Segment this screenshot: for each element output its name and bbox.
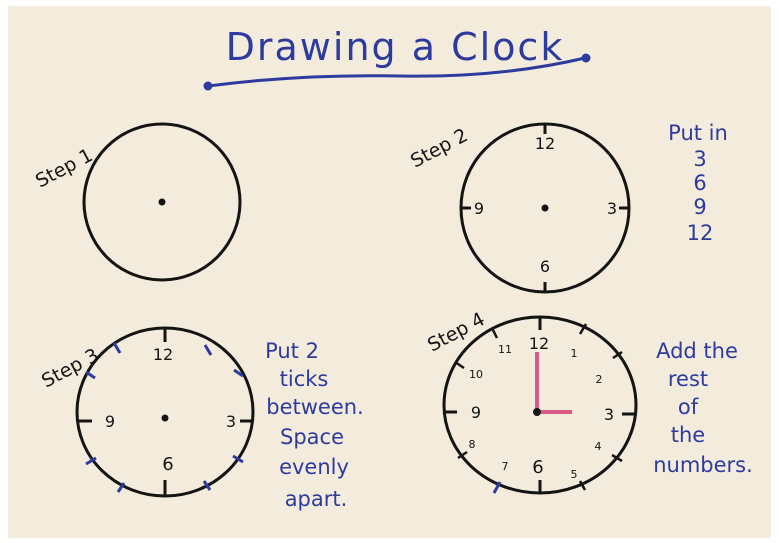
step-4-note-line: rest: [668, 367, 708, 391]
step-4-num-4: 4: [595, 440, 602, 453]
poster-title: Drawing a Clock: [226, 25, 565, 69]
step-4-num-9: 9: [471, 403, 481, 422]
step-2-note-line: 9: [693, 195, 706, 219]
step-3-note-line: apart.: [285, 487, 348, 511]
step-3-num-9: 9: [105, 412, 115, 431]
step-3-note-line: between.: [266, 395, 363, 419]
step-2-label: Step 2: [407, 124, 472, 172]
step-3-note-line: Put 2: [265, 339, 319, 363]
step-2-num-12: 12: [535, 134, 555, 153]
step-4-note-line: numbers.: [653, 453, 753, 477]
step-3-num-6: 6: [162, 454, 173, 475]
step-2-num-9: 9: [474, 199, 484, 218]
step-3-note-line: ticks: [280, 367, 329, 391]
step-4-num-10: 10: [469, 368, 483, 381]
step-4-group: Step 4 12 1 2 3 4 5 6 7 8 9: [424, 308, 753, 494]
step-3-note-line: Space: [280, 425, 344, 449]
step-2-num-3: 3: [607, 199, 617, 218]
step-4-label: Step 4: [424, 308, 489, 356]
underline-dot-right: [582, 54, 591, 63]
step-2-group: Step 2 12 3 6 9 Put in 3 6 9 12: [407, 121, 728, 293]
step-4-num-11: 11: [498, 343, 512, 356]
step-3-note: Put 2 ticks between. Space evenly apart.: [265, 339, 364, 511]
step-2-note-line: 12: [687, 221, 714, 245]
step-3-label: Step 3: [38, 344, 103, 392]
step-4-note-line: Add the: [656, 339, 738, 363]
underline-dot-left: [204, 82, 213, 91]
step-4-numbers: 12 1 2 3 4 5 6 7 8 9 10 11: [469, 334, 615, 481]
step-4-note-line: of: [678, 395, 699, 419]
step-3-note-line: evenly: [279, 455, 349, 479]
step-3-center-dot: [162, 415, 169, 422]
step-2-note-line: 3: [693, 147, 706, 171]
step-4-num-6: 6: [532, 457, 543, 478]
step-4-num-8: 8: [469, 438, 476, 451]
step-2-note-line: 6: [693, 171, 706, 195]
step-3-num-12: 12: [153, 345, 173, 364]
step-4-num-2: 2: [596, 373, 603, 386]
step-4-num-12: 12: [529, 334, 549, 353]
step-4-tick-11: [492, 328, 497, 338]
step-4-note-line: the: [671, 423, 705, 447]
step-4-num-3: 3: [604, 405, 614, 424]
step-4-tick-10: [455, 362, 464, 368]
step-2-note-line: Put in: [668, 121, 728, 145]
step-2-note: Put in 3 6 9 12: [668, 121, 728, 245]
step-4-num-5: 5: [571, 468, 578, 481]
step-4-note: Add the rest of the numbers.: [653, 339, 753, 477]
step-4-num-7: 7: [502, 460, 509, 473]
step-3-tick-1: [205, 345, 211, 355]
step-4-center-dot: [533, 408, 541, 416]
step-3-tick-11: [114, 343, 120, 353]
step-1-group: Step 1: [32, 124, 240, 280]
step-2-center-dot: [542, 205, 549, 212]
step-4-num-1: 1: [571, 347, 578, 360]
step-2-num-6: 6: [540, 257, 550, 276]
step-1-center-dot: [159, 199, 166, 206]
step-3-num-3: 3: [226, 412, 236, 431]
step-3-group: Step 3 12 3 6 9 Put 2 ticks between. Spa…: [38, 328, 364, 511]
